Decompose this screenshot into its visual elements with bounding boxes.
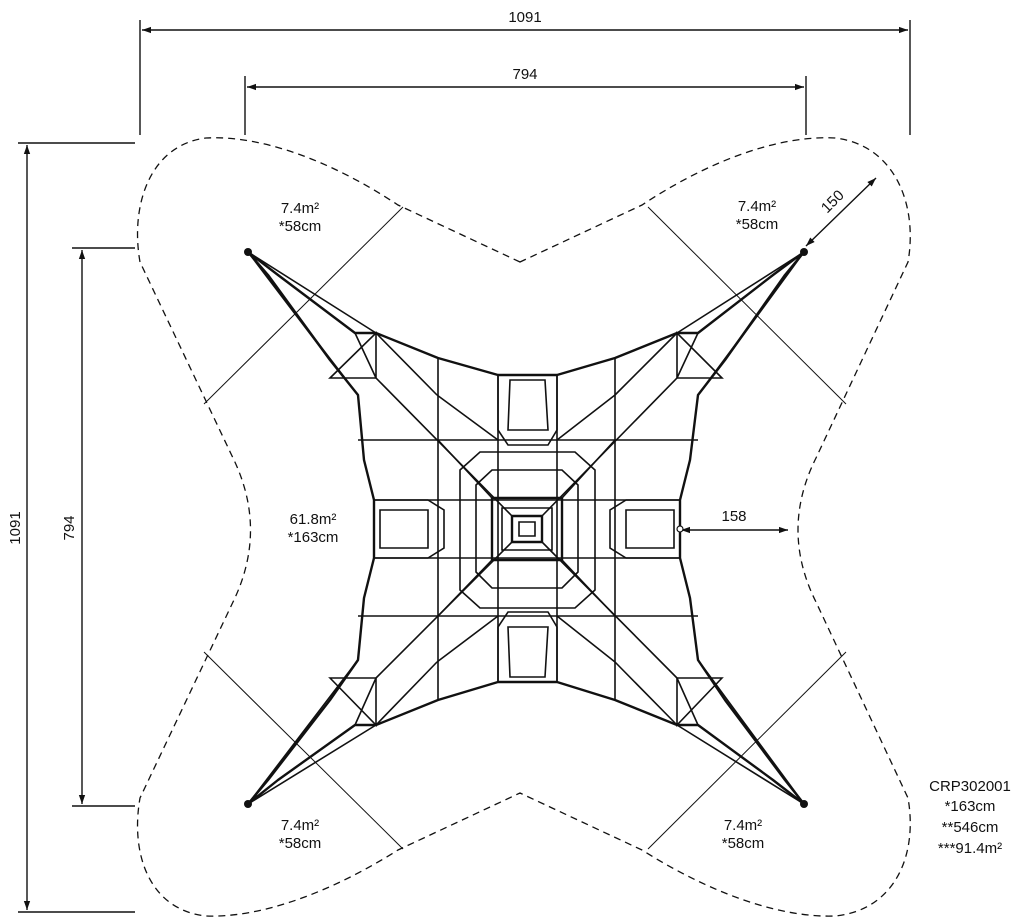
product-info: CRP302001 *163cm **546cm ***91.4m² xyxy=(929,778,1011,857)
inner-width-label: 794 xyxy=(512,66,537,83)
safety-zone-outline xyxy=(136,137,911,917)
dimension-overall-height: 1091 xyxy=(7,142,135,913)
overall-width-label: 1091 xyxy=(508,9,541,26)
zone-fall-height: *58cm xyxy=(722,835,765,852)
zone-label-bottom-left: 7.4m² *58cm xyxy=(279,817,322,852)
dimension-inner-width: 794 xyxy=(244,66,807,135)
zone-fall-height: *163cm xyxy=(288,529,339,546)
corner-clearance-label: 150 xyxy=(818,187,848,217)
dimension-corner-clearance: 150 xyxy=(805,177,877,247)
zone-area: 7.4m² xyxy=(281,200,319,217)
product-fall-height: *163cm xyxy=(945,798,996,815)
zone-area: 7.4m² xyxy=(738,198,776,215)
zone-area: 7.4m² xyxy=(724,817,762,834)
zone-division-lines xyxy=(203,206,847,850)
dimension-side-clearance: 158 xyxy=(681,508,788,534)
product-code: CRP302001 xyxy=(929,778,1011,795)
zone-label-top-left: 7.4m² *58cm xyxy=(279,200,322,235)
product-total-height: **546cm xyxy=(942,819,999,836)
inner-height-label: 794 xyxy=(61,515,78,540)
zone-fall-height: *58cm xyxy=(736,216,779,233)
zone-label-top-right: 7.4m² *58cm xyxy=(736,198,779,233)
overall-height-label: 1091 xyxy=(7,511,24,544)
dimension-overall-width: 1091 xyxy=(139,9,911,135)
zone-fall-height: *58cm xyxy=(279,835,322,852)
zone-label-center: 61.8m² *163cm xyxy=(288,511,339,546)
zone-area: 61.8m² xyxy=(290,511,337,528)
rope-net-structure xyxy=(244,248,808,808)
zone-area: 7.4m² xyxy=(281,817,319,834)
zone-fall-height: *58cm xyxy=(279,218,322,235)
side-clearance-label: 158 xyxy=(721,508,746,525)
product-total-area: ***91.4m² xyxy=(938,840,1002,857)
dimension-inner-height: 794 xyxy=(61,247,135,807)
zone-label-bottom-right: 7.4m² *58cm xyxy=(722,817,765,852)
